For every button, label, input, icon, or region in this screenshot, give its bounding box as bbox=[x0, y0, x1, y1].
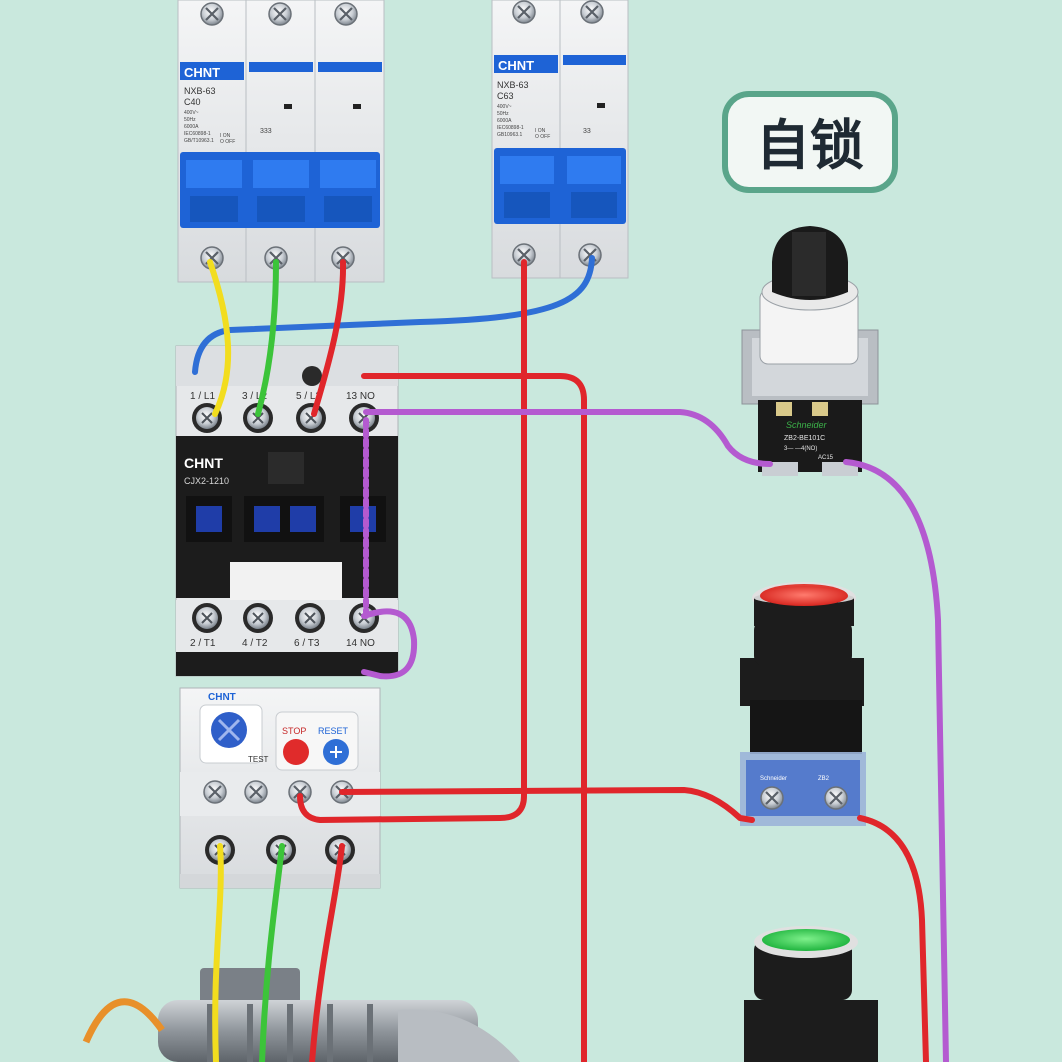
control-breaker-brand: CHNT bbox=[498, 58, 534, 73]
wire-red-l3 bbox=[311, 259, 347, 417]
svg-text:GB10963.1: GB10963.1 bbox=[497, 132, 523, 138]
main-breaker-spec: 400V~ 50Hz 6000A IEC60898-1 GB/T10963.1 … bbox=[184, 110, 235, 145]
main-breaker-rating: C40 bbox=[184, 97, 201, 107]
relay-reset-label: RESET bbox=[318, 726, 349, 736]
wire-purple-selector-to-start bbox=[843, 459, 949, 1062]
wire-purple-13no-to-selector bbox=[363, 409, 773, 467]
stop-push-button: Schneider ZB2 bbox=[740, 582, 866, 826]
selector-contact: 3— —4(NO) bbox=[784, 446, 817, 452]
stop-block-label-right: ZB2 bbox=[818, 776, 830, 782]
contactor-label-14no: 14 NO bbox=[346, 638, 375, 649]
contactor-label-l1: 1 / L1 bbox=[190, 391, 215, 402]
wire-green-l2 bbox=[255, 259, 279, 417]
control-breaker-model: NXB-63 bbox=[497, 80, 529, 90]
contactor-label-t2: 4 / T2 bbox=[242, 638, 268, 649]
svg-text:400V~: 400V~ bbox=[497, 104, 512, 110]
wire-purple-14no-loop bbox=[361, 608, 418, 680]
control-circuit-breaker: CHNT NXB-63 C63 400V~ 50Hz 6000A IEC6089… bbox=[491, 0, 629, 279]
svg-text:O OFF: O OFF bbox=[535, 134, 550, 140]
wires bbox=[192, 255, 949, 1062]
wire-yellow-motor bbox=[212, 843, 224, 1062]
wire-blue-neutral bbox=[192, 255, 595, 375]
contactor-label-l2: 3 / L2 bbox=[242, 391, 267, 402]
svg-text:IEC60898-1: IEC60898-1 bbox=[497, 125, 524, 131]
svg-text:IEC60898-1: IEC60898-1 bbox=[184, 131, 211, 137]
contactor-label-t1: 2 / T1 bbox=[190, 638, 216, 649]
contactor-label-l3: 5 / L3 bbox=[296, 391, 321, 402]
selector-rating: AC15 bbox=[818, 455, 834, 461]
wire-red-relay-to-stop bbox=[339, 787, 755, 823]
start-button-cap[interactable] bbox=[762, 929, 850, 951]
wire-green-motor bbox=[259, 843, 285, 1062]
selector-model: ZB2-BE101C bbox=[784, 435, 825, 442]
main-breaker-brand: CHNT bbox=[184, 65, 220, 80]
contactor-model: CJX2-1210 bbox=[184, 476, 229, 486]
control-breaker-pole-mark: 33 bbox=[583, 128, 591, 135]
wire-red-13no-return bbox=[361, 373, 587, 1062]
main-circuit-breaker: CHNT NXB-63 C40 400V~ 50Hz 6000A IEC6089… bbox=[177, 0, 385, 283]
svg-text:6000A: 6000A bbox=[497, 118, 512, 124]
contactor-label-13no: 13 NO bbox=[346, 391, 375, 402]
svg-text:50Hz: 50Hz bbox=[497, 111, 509, 117]
start-push-button bbox=[744, 926, 878, 1062]
relay-stop-label: STOP bbox=[282, 726, 306, 736]
motor bbox=[82, 968, 520, 1062]
main-breaker-pole-mark: 333 bbox=[260, 128, 272, 135]
control-breaker-rating: C63 bbox=[497, 91, 514, 101]
wire-yellow-l1 bbox=[207, 259, 232, 417]
selector-switch: Schneider ZB2-BE101C 3— —4(NO) AC15 bbox=[741, 226, 879, 476]
self-lock-badge: 自锁 bbox=[722, 91, 898, 193]
relay-test-label: TEST bbox=[248, 755, 269, 764]
svg-text:50Hz: 50Hz bbox=[184, 117, 196, 123]
stop-block-label-left: Schneider bbox=[760, 776, 787, 782]
svg-text:6000A: 6000A bbox=[184, 124, 199, 130]
wire-red-motor bbox=[309, 843, 345, 1062]
wire-red-stop-to-start bbox=[857, 815, 929, 1062]
svg-text:I ON: I ON bbox=[220, 133, 231, 139]
main-breaker-model: NXB-63 bbox=[184, 86, 216, 96]
contactor-brand: CHNT bbox=[184, 455, 223, 471]
badge-text: 自锁 bbox=[756, 114, 864, 177]
svg-text:GB/T10963.1: GB/T10963.1 bbox=[184, 138, 214, 144]
svg-text:O OFF: O OFF bbox=[220, 139, 235, 145]
svg-text:400V~: 400V~ bbox=[184, 110, 199, 116]
selector-brand: Schneider bbox=[786, 420, 828, 430]
ac-contactor: CHNT CJX2-1210 1 / L1 3 / L2 5 / L3 13 N… bbox=[175, 345, 399, 677]
relay-brand: CHNT bbox=[208, 692, 236, 703]
wire-red-control-feed bbox=[297, 259, 527, 823]
control-breaker-spec: 400V~ 50Hz 6000A IEC60898-1 GB10963.1 I … bbox=[497, 104, 550, 140]
svg-text:I ON: I ON bbox=[535, 128, 546, 134]
relay-stop-button[interactable] bbox=[283, 739, 309, 765]
contactor-label-t3: 6 / T3 bbox=[294, 638, 320, 649]
